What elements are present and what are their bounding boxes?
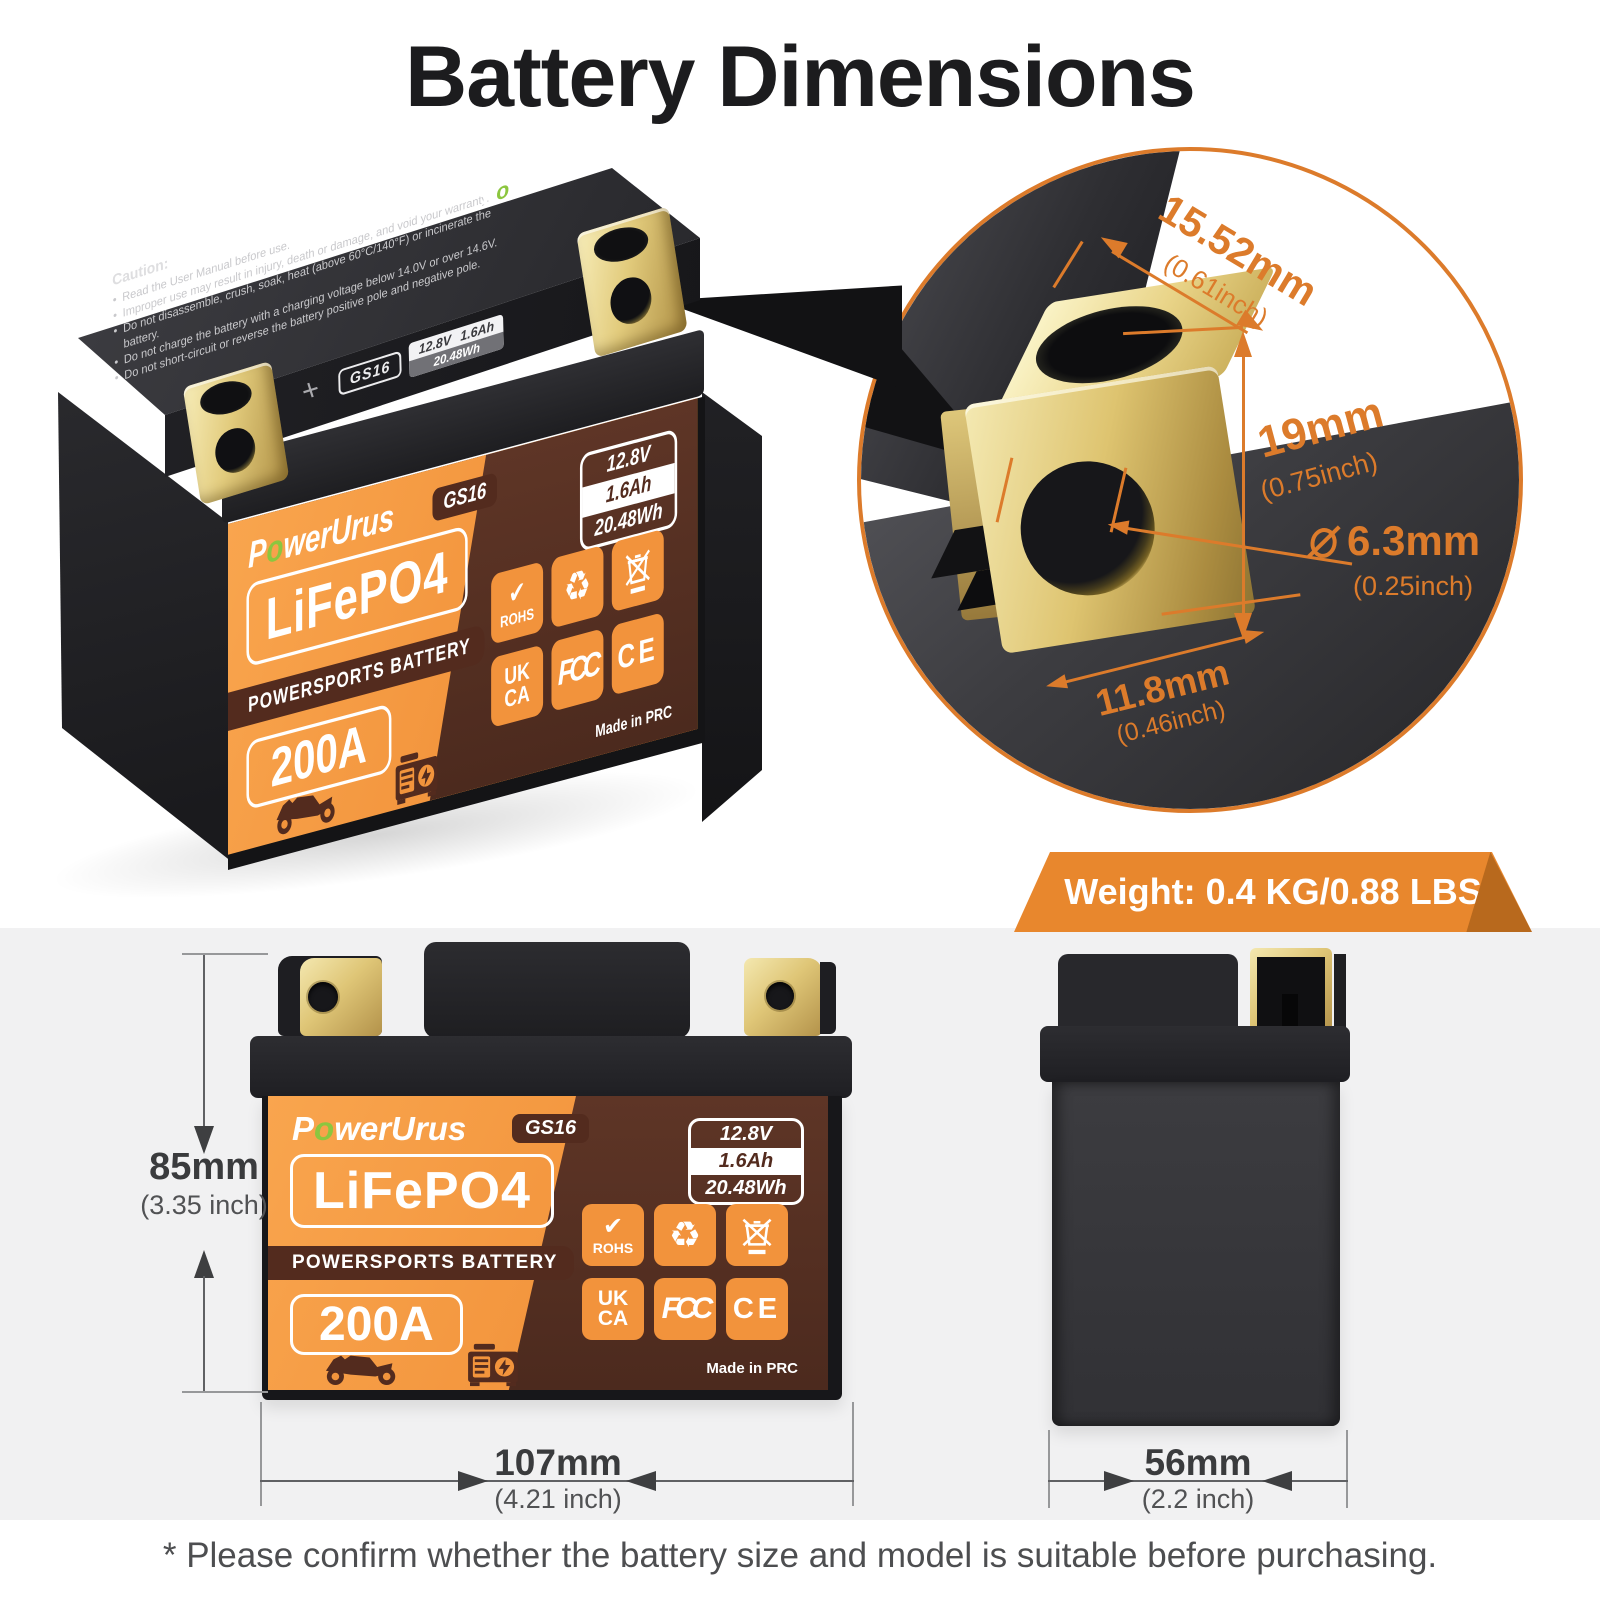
hole-diameter-group: 6.3mm <box>1306 517 1481 565</box>
energy-value: 20.48Wh <box>705 1177 787 1199</box>
battery-label: PowerUrus GS16 LiFePO4 POWERSPORTS BATTE… <box>228 398 698 855</box>
generator-icon <box>466 1342 520 1390</box>
battery-type-label: POWERSPORTS BATTERY <box>268 1246 574 1280</box>
dim-inch: (4.21 inch) <box>494 1484 622 1514</box>
chemistry-label: LiFePO4 <box>290 1154 554 1228</box>
motorcycle-icon <box>322 1348 402 1390</box>
model-badge: GS16 <box>512 1114 590 1143</box>
recycle-icon: ♻ <box>654 1204 716 1266</box>
weight-text: Weight: 0.4 KG/0.88 LBS <box>1064 871 1482 912</box>
battery-label: PowerUrus GS16 LiFePO4 POWERSPORTS BATTE… <box>268 1096 828 1390</box>
front-terminal-right-trim <box>820 962 836 1034</box>
motorcycle-icon <box>273 777 340 843</box>
dim-inch: (3.35 inch) <box>140 1190 268 1220</box>
side-body <box>1052 1082 1340 1426</box>
dim-value: 56mm <box>1144 1442 1252 1483</box>
front-body: PowerUrus GS16 LiFePO4 POWERSPORTS BATTE… <box>262 1096 842 1400</box>
battery-right-face <box>702 392 762 822</box>
weee-bin-icon <box>611 528 664 613</box>
dim-value: 6.3mm <box>1347 517 1481 564</box>
battery-front-label-3d: PowerUrus GS16 LiFePO4 POWERSPORTS BATTE… <box>228 396 705 870</box>
battery-3d-view: PowerUrus GS16 LiFePO4 POWERSPORTS BATTE… <box>40 149 780 926</box>
side-trim <box>1334 954 1346 1030</box>
dim-value: 85mm <box>149 1146 259 1188</box>
weight-banner: Weight: 0.4 KG/0.88 LBS <box>1014 852 1532 932</box>
side-terminal-tab <box>1282 994 1298 1032</box>
dim-inch: (0.25inch) <box>1353 571 1474 601</box>
side-terminal <box>1250 948 1332 1032</box>
diameter-icon <box>1306 525 1341 559</box>
made-in-label: Made in PRC <box>706 1360 798 1377</box>
rohs-icon: ✔ROHS <box>491 561 544 645</box>
terminal-closeup <box>931 266 1283 672</box>
fcc-icon: FCC <box>551 628 604 712</box>
front-cap-band <box>250 1036 852 1098</box>
ce-icon: CE <box>726 1278 788 1340</box>
fcc-icon: FCC <box>654 1278 716 1340</box>
generator-icon <box>394 744 439 814</box>
front-terminal-right <box>744 958 822 1036</box>
terminal-front-face <box>963 365 1257 655</box>
spec-box: 12.8V 1.6Ah 20.48Wh <box>688 1118 804 1205</box>
terminal-zoom-circle: 15.52mm (0.61inch) 19mm (0.75inch) 6.3mm… <box>857 147 1523 813</box>
weee-bin-icon <box>726 1204 788 1266</box>
page-title: Battery Dimensions <box>405 29 1196 125</box>
brand-logo: PowerUrus <box>292 1110 467 1147</box>
dim-inch: (2.2 inch) <box>1141 1484 1255 1514</box>
side-cap-band <box>1040 1026 1350 1082</box>
rohs-icon: ✔ROHS <box>582 1204 644 1266</box>
voltage-value: 12.8V <box>719 1123 773 1145</box>
side-top-block <box>1058 954 1238 1032</box>
ce-icon: CE <box>611 611 664 696</box>
dim-value: 107mm <box>494 1442 622 1483</box>
recycle-icon: ♻ <box>551 544 604 629</box>
current-rating-label: 200A <box>290 1294 463 1355</box>
battery-terminal-right <box>576 206 688 358</box>
front-terminal-left <box>300 958 382 1036</box>
footnote: * Please confirm whether the battery siz… <box>162 1536 1438 1575</box>
front-top-block <box>424 942 690 1038</box>
capacity-value: 1.6Ah <box>691 1148 801 1175</box>
